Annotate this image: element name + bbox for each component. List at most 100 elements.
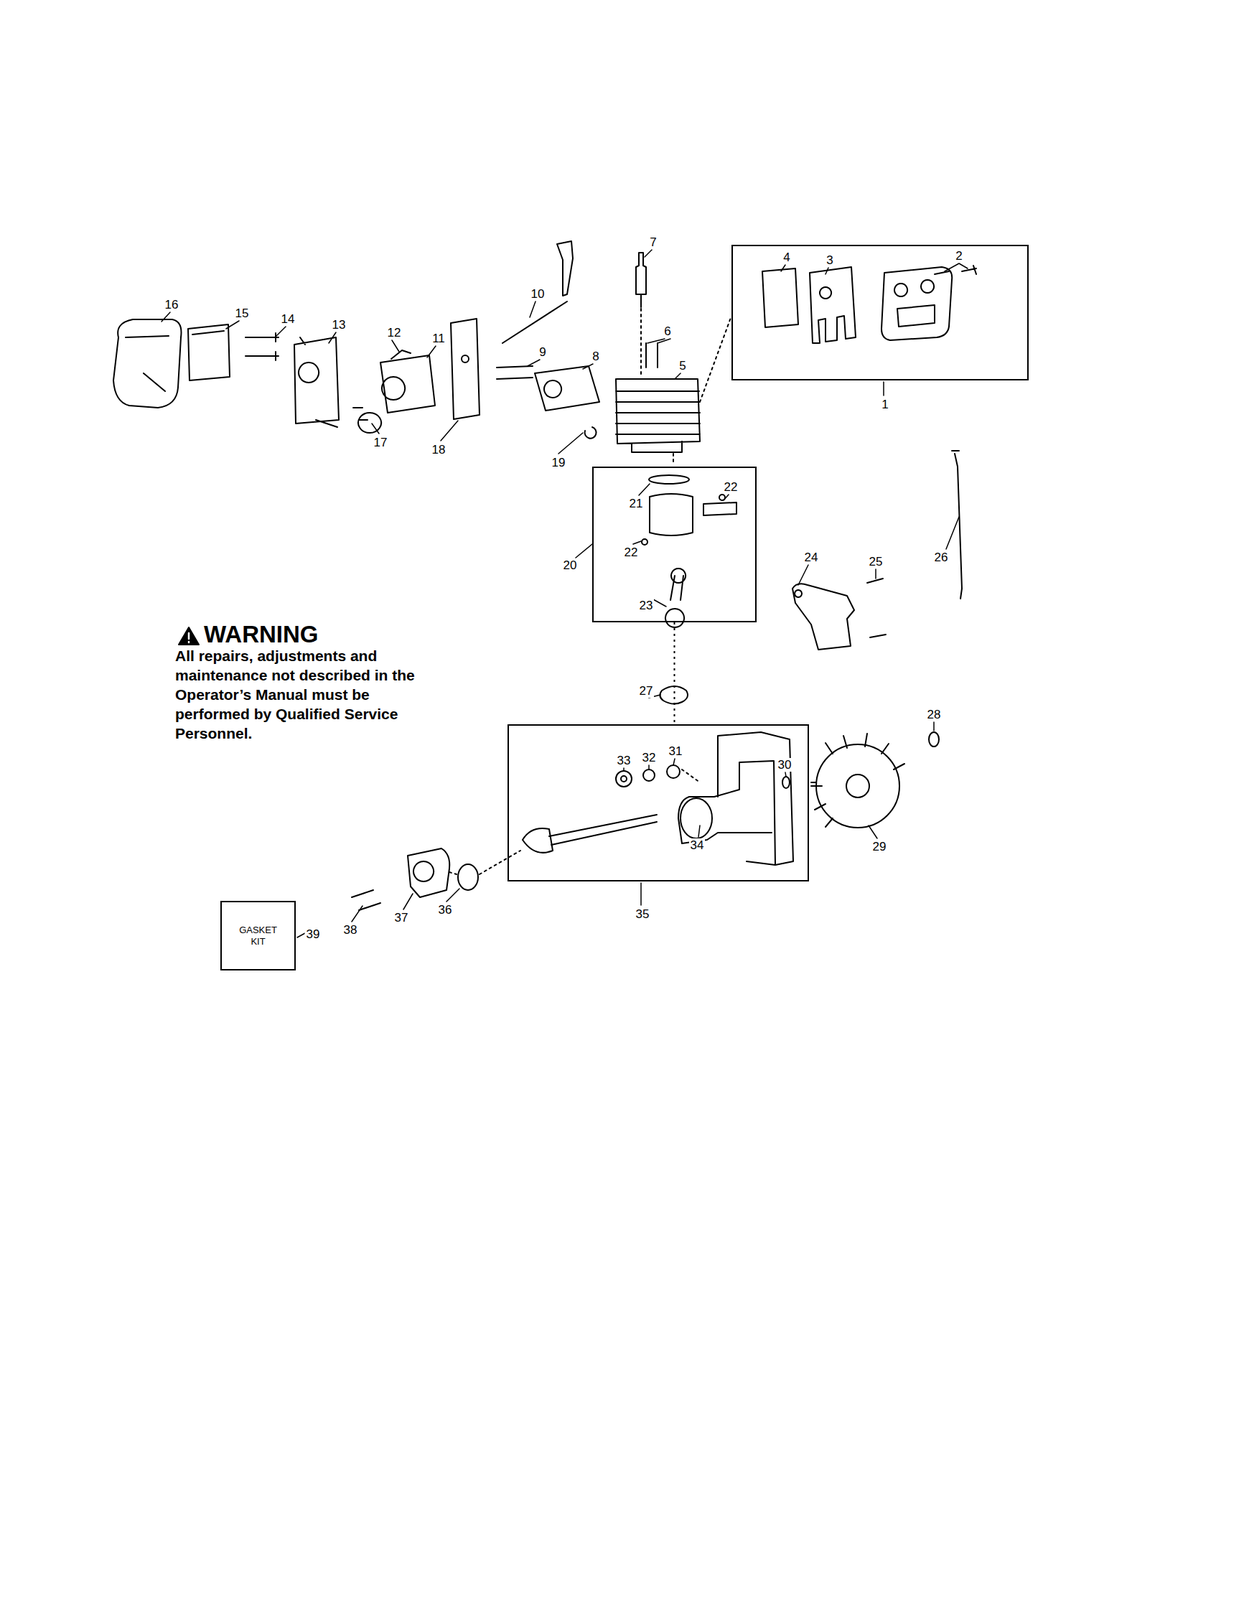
callout-number: 16 <box>163 297 181 312</box>
dotted-line <box>699 315 732 402</box>
dotted-line <box>640 308 642 375</box>
air-filter-adapter <box>294 337 339 428</box>
washer <box>928 732 939 747</box>
dotted-connector <box>674 622 676 725</box>
kit-label: GASKET KIT <box>231 924 285 948</box>
callout-number: 25 <box>867 554 885 569</box>
crankshaft <box>522 814 657 853</box>
air-filter <box>188 324 230 381</box>
seal <box>620 775 627 782</box>
muffler <box>881 267 952 341</box>
bolts <box>245 333 279 361</box>
flywheel-fins <box>811 733 905 827</box>
screws <box>934 265 977 275</box>
callout-number: 29 <box>871 839 888 854</box>
callout-number: 36 <box>437 903 454 917</box>
seal <box>615 770 632 787</box>
callout-number: 37 <box>393 910 410 925</box>
callout-number: 32 <box>641 750 658 765</box>
dotted-line <box>672 453 675 466</box>
primer-bulb <box>353 407 382 433</box>
group-box: 35 <box>507 724 809 882</box>
callout-number: 27 <box>638 684 655 698</box>
spark-plug-wire <box>951 450 962 599</box>
callout-number: 7 <box>648 235 658 250</box>
dotted-line <box>681 769 700 783</box>
piston-ring <box>648 475 690 484</box>
clip <box>585 427 597 439</box>
callout-number: 13 <box>330 317 348 332</box>
callout-number: 26 <box>933 550 950 565</box>
ignition-module <box>792 583 855 650</box>
callout-number: 22 <box>722 480 740 494</box>
callout-number: 20 <box>562 558 579 573</box>
callout-number: 6 <box>662 324 672 339</box>
group-box: 1 <box>731 244 1029 381</box>
callout-number: 39 <box>305 927 322 942</box>
heat-shield <box>809 267 856 344</box>
cylinder <box>615 379 700 453</box>
bearing <box>643 769 655 781</box>
warning-heading: WARNING <box>202 621 321 648</box>
callout-number: 14 <box>279 312 297 326</box>
leader-line <box>811 781 817 784</box>
callout-number: 5 <box>677 358 687 373</box>
dotted-line <box>449 872 457 875</box>
callout-number: 19 <box>550 455 568 470</box>
starter-housing <box>407 848 450 898</box>
callout-number: 35 <box>634 907 652 922</box>
pin-clip <box>641 539 648 545</box>
callout-number: 9 <box>537 345 547 359</box>
callout-number: 31 <box>667 744 685 759</box>
crankcase <box>678 732 794 865</box>
callout-number: 23 <box>638 598 655 613</box>
callout-number: 8 <box>590 349 601 364</box>
kit-box: GASKET KIT39 <box>220 900 296 971</box>
callout-number: 22 <box>623 545 640 560</box>
carburetor <box>380 350 436 413</box>
callout-number: 18 <box>430 442 448 457</box>
callout-number: 38 <box>342 923 359 937</box>
o-ring <box>457 864 479 891</box>
callout-number: 28 <box>926 707 943 722</box>
piston <box>649 493 693 536</box>
callout-number: 30 <box>776 758 794 772</box>
warning-text: All repairs, adjustments and maintenance… <box>173 646 418 743</box>
bolts <box>496 366 533 380</box>
intake-manifold <box>534 366 600 411</box>
screws <box>867 578 886 638</box>
callout-number: 12 <box>386 325 403 340</box>
connecting-rod <box>665 568 686 628</box>
callout-number: 21 <box>628 496 645 511</box>
flywheel <box>816 744 900 828</box>
callout-number: 34 <box>689 838 706 853</box>
bearing <box>666 765 680 779</box>
throttle-cable <box>502 301 568 344</box>
callout-number: 11 <box>430 331 447 346</box>
piston-pin <box>703 502 737 516</box>
callout-number: 33 <box>615 753 633 768</box>
screws <box>351 890 381 911</box>
callout-number: 10 <box>529 287 547 301</box>
spark-plug <box>635 252 647 308</box>
leader-lines <box>161 249 968 938</box>
dotted-line <box>479 850 521 875</box>
callout-number: 2 <box>953 249 964 263</box>
callout-number: 17 <box>372 435 390 450</box>
air-filter-cover <box>113 319 182 408</box>
gasket <box>450 318 480 420</box>
callout-number: 1 <box>880 397 890 413</box>
callout-number: 3 <box>824 253 835 268</box>
throttle-lever <box>557 241 573 296</box>
crankcase-bore <box>680 798 713 839</box>
bolts <box>646 343 658 368</box>
callout-number: 24 <box>803 550 820 565</box>
muffler-gasket <box>762 268 799 328</box>
flywheel-hub <box>846 774 870 798</box>
retaining-ring <box>782 776 790 789</box>
callout-number: 4 <box>781 250 792 265</box>
warning-icon <box>178 627 199 645</box>
callout-number: 15 <box>234 306 251 321</box>
